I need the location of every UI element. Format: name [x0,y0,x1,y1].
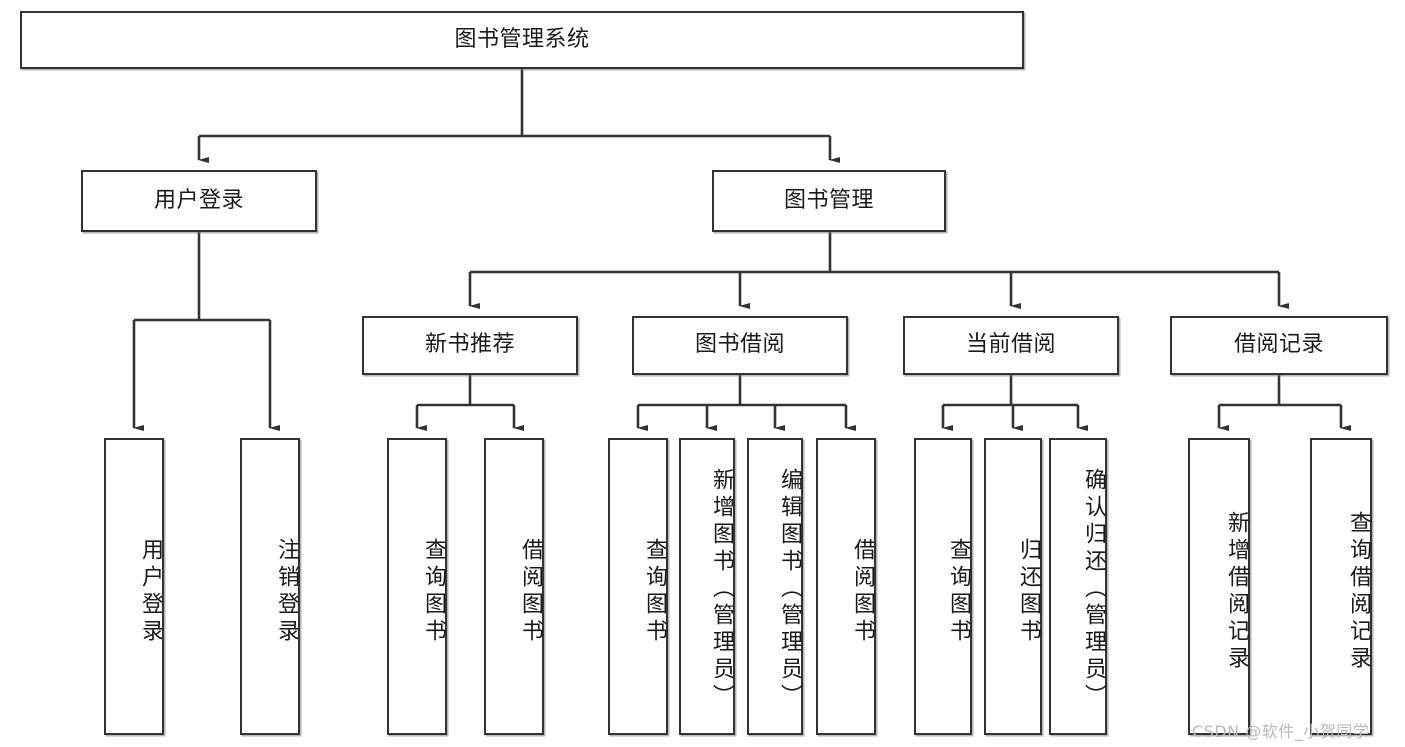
node-book-borrow[interactable]: 图书借阅 [632,316,848,375]
node-borrow-record[interactable]: 借阅记录 [1170,316,1388,375]
leaf-edit-book-admin[interactable]: 编辑图书（管理员） [747,438,803,735]
leaf-query-book-current[interactable]: 查询图书 [914,438,972,735]
node-book-manage[interactable]: 图书管理 [712,170,946,232]
leaf-borrow-book[interactable]: 借阅图书 [816,438,876,735]
leaf-query-borrow-record[interactable]: 查询借阅记录 [1310,438,1372,735]
leaf-user-login[interactable]: 用户登录 [104,438,164,735]
node-current-borrow[interactable]: 当前借阅 [903,316,1119,375]
node-root-system[interactable]: 图书管理系统 [20,11,1024,69]
node-new-book-recommend[interactable]: 新书推荐 [362,316,578,375]
leaf-query-book-borrow[interactable]: 查询图书 [608,438,668,735]
leaf-query-book-recommend[interactable]: 查询图书 [387,438,447,735]
leaf-add-book-admin[interactable]: 新增图书（管理员） [679,438,735,735]
leaf-logout[interactable]: 注销登录 [240,438,300,735]
leaf-return-book[interactable]: 归还图书 [984,438,1042,735]
leaf-confirm-return-admin[interactable]: 确认归还（管理员） [1049,438,1107,735]
csdn-watermark: CSDN @软件_小贺同学 [1192,722,1370,741]
node-user-login[interactable]: 用户登录 [81,170,317,232]
leaf-add-borrow-record[interactable]: 新增借阅记录 [1188,438,1250,735]
leaf-borrow-book-recommend[interactable]: 借阅图书 [484,438,544,735]
